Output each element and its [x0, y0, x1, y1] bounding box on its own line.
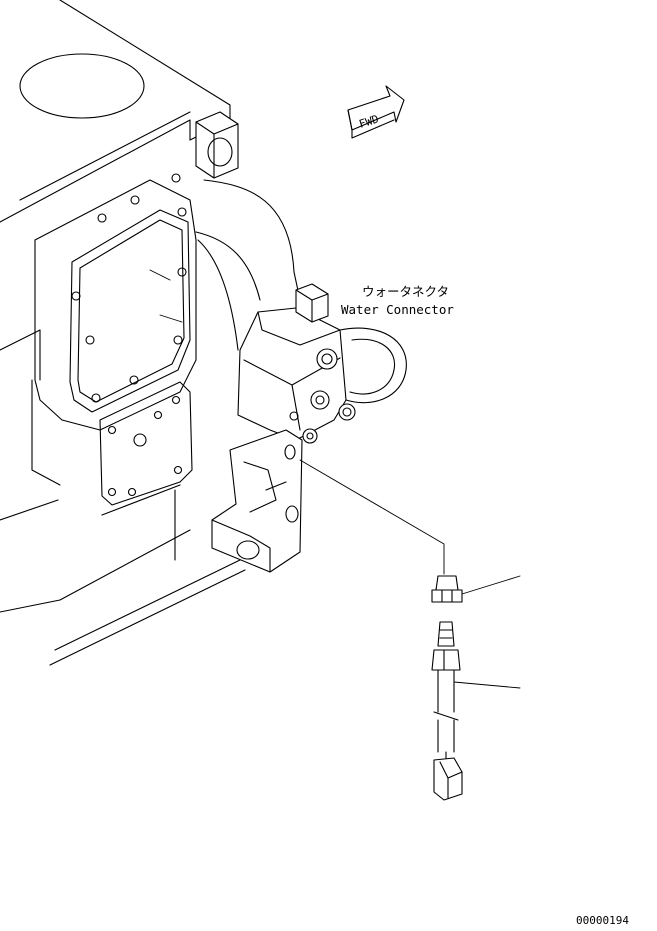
front-cover	[34, 173, 197, 506]
fwd-label: FWD	[357, 112, 380, 131]
engine-block	[0, 0, 246, 666]
cover-bolt-holes	[71, 173, 187, 403]
drawing-number: 00000194	[576, 914, 629, 926]
sensor-adapter	[431, 575, 521, 603]
fwd-arrow-icon: FWD	[347, 85, 405, 139]
water-hose	[195, 179, 301, 351]
leader-line-sensor-location	[299, 459, 445, 575]
water-connector-label-en: Water Connector	[341, 302, 454, 317]
water-connector-callout: ウォータネクタ Water Connector	[341, 284, 454, 317]
lower-bracket	[211, 429, 303, 573]
water-connector-label-jp: ウォータネクタ	[362, 284, 449, 299]
temperature-sensor	[431, 621, 521, 801]
water-connector	[237, 283, 407, 444]
